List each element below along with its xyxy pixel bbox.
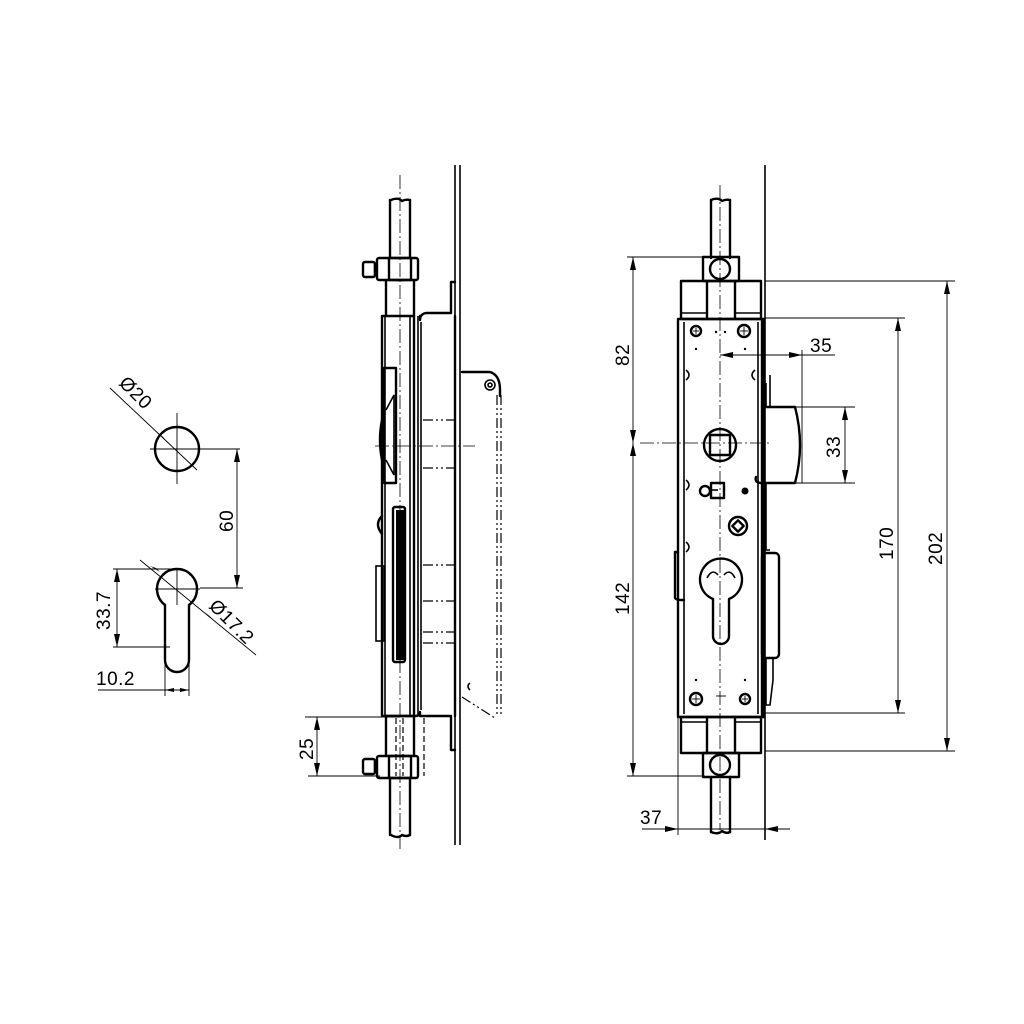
outer-length-label: 202 xyxy=(926,532,947,565)
front-cylinder-keyhole xyxy=(698,557,744,646)
cylinder-width-label: 10.2 xyxy=(96,669,135,690)
spindle-cylinder-distance-label: 60 xyxy=(217,510,238,532)
top-to-spindle-label: 82 xyxy=(613,344,634,366)
cylinder-keyhole-outline xyxy=(155,567,199,674)
cylinder-diameter-label: Ø17.2 xyxy=(204,596,257,649)
backset-label: 35 xyxy=(810,336,832,357)
inner-length-label: 170 xyxy=(877,527,898,560)
front-view: 82 142 35 33 170 202 37 xyxy=(613,165,955,840)
side-view: 25 xyxy=(297,165,502,850)
spindle-to-bottom-label: 142 xyxy=(613,582,634,615)
spindle-diameter-label: Ø20 xyxy=(114,373,155,414)
bolt-clearance-label: 25 xyxy=(297,738,318,760)
case-depth-label: 37 xyxy=(640,808,662,829)
cutout-template-view: Ø20 60 Ø17.2 33.7 10.2 xyxy=(94,373,258,696)
cylinder-height-label: 33.7 xyxy=(94,591,115,630)
latch-height-label: 33 xyxy=(824,436,845,458)
